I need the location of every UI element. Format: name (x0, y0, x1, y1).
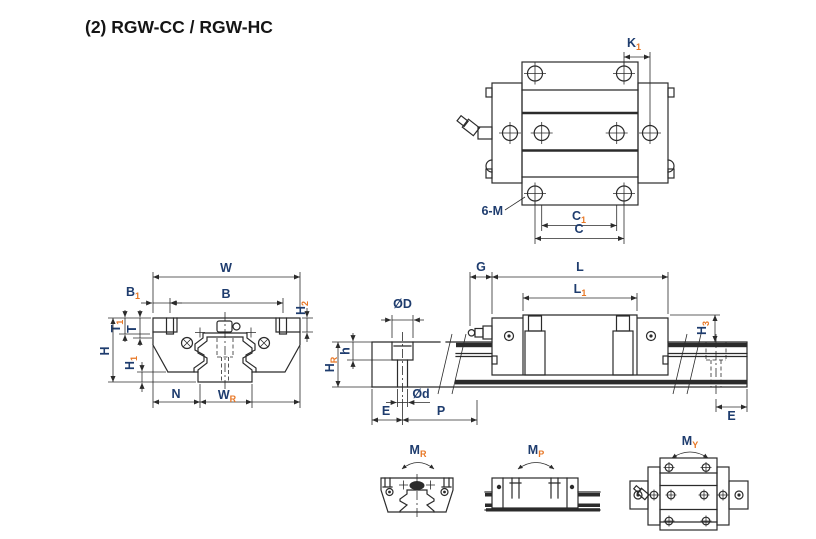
dim-label-c1: C1 (572, 209, 586, 225)
dim-h: H (98, 318, 196, 383)
dim-label-t1: T1 (109, 320, 125, 333)
moment-my-drawing (629, 457, 749, 531)
top-view: K1 6-M C1 C (456, 36, 675, 244)
moment-label-mr: MR (410, 443, 427, 459)
moment-view-my: MY (629, 434, 749, 531)
grease-nipple-side-icon (467, 325, 493, 340)
moment-view-mr: MR (380, 443, 454, 517)
dim-label-l: L (576, 260, 584, 274)
dim-label-c: C (574, 222, 583, 236)
dim-t1-t: T1 T (108, 310, 152, 346)
dim-e-left-p: E P (371, 389, 478, 425)
dim-label-k1: K1 (627, 36, 641, 52)
front-view: W B1 B H2 T1 T (98, 261, 313, 408)
block-side (491, 314, 669, 376)
dim-b1-b: B1 B (126, 285, 284, 313)
dim-diad: Ød (386, 387, 430, 407)
dim-h1: H1 (123, 356, 166, 392)
moment-arrow-my (671, 451, 709, 459)
ball-circuit-symbols (180, 327, 271, 350)
dim-label-g: G (476, 260, 486, 274)
dim-label-hr: HR (323, 356, 339, 372)
dim-w: W (152, 261, 301, 313)
front-view-rail (197, 312, 253, 392)
grease-nipple-front-icon (216, 320, 241, 333)
dim-label-h1: H1 (123, 356, 139, 370)
dim-diaD: ØD (381, 297, 424, 338)
rail-end-section (371, 332, 467, 397)
mounting-holes-top (498, 61, 662, 206)
moment-mp-drawing (484, 477, 601, 512)
dim-label-wr: WR (218, 388, 237, 404)
dim-label-b: B (221, 287, 230, 301)
dim-label-h: H (98, 346, 112, 355)
dim-label-h2: H2 (294, 301, 310, 315)
dim-n-wr: N WR (152, 346, 301, 408)
dim-label-e-right: E (727, 409, 735, 423)
page-title: (2) RGW-CC / RGW-HC (85, 17, 273, 37)
dim-h3: H3 (670, 314, 720, 342)
dim-label-b1: B1 (126, 285, 140, 301)
dim-label-t: T (125, 325, 139, 333)
dim-h-bore: h (339, 333, 392, 369)
callout-6m: 6-M (481, 196, 526, 218)
moment-label-mp: MP (528, 443, 544, 459)
rail-side (371, 333, 748, 397)
dim-label-diaD: ØD (393, 297, 412, 311)
grease-nipple-top-icon (456, 114, 493, 140)
dim-l1: L1 (522, 282, 638, 311)
dim-label-p: P (437, 404, 445, 418)
dim-label-w: W (220, 261, 232, 275)
moment-arrow-mp (517, 462, 555, 470)
dim-hr: HR (323, 341, 372, 388)
side-view: ØD h HR Ød E P (323, 260, 748, 425)
dim-label-6m: 6-M (481, 204, 503, 218)
moment-arrow-mr (401, 462, 435, 470)
dim-label-e-left: E (382, 404, 390, 418)
moment-mr-drawing (380, 474, 454, 517)
front-view-block (152, 317, 301, 373)
top-view-body (485, 61, 675, 206)
dim-e-right: E (715, 389, 748, 423)
moment-label-my: MY (682, 434, 698, 450)
dim-k1: K1 (623, 36, 651, 126)
dim-c: C (534, 201, 625, 244)
dim-label-h-bore: h (339, 347, 353, 355)
dim-h2: H2 (294, 301, 313, 342)
dim-label-diad: Ød (412, 387, 429, 401)
dim-label-h3: H3 (695, 321, 711, 335)
dim-c1: C1 (541, 205, 618, 231)
moment-view-mp: MP (484, 443, 601, 512)
dim-g-l: G L (469, 260, 669, 326)
dim-label-n: N (171, 387, 180, 401)
dim-label-l1: L1 (574, 282, 587, 298)
